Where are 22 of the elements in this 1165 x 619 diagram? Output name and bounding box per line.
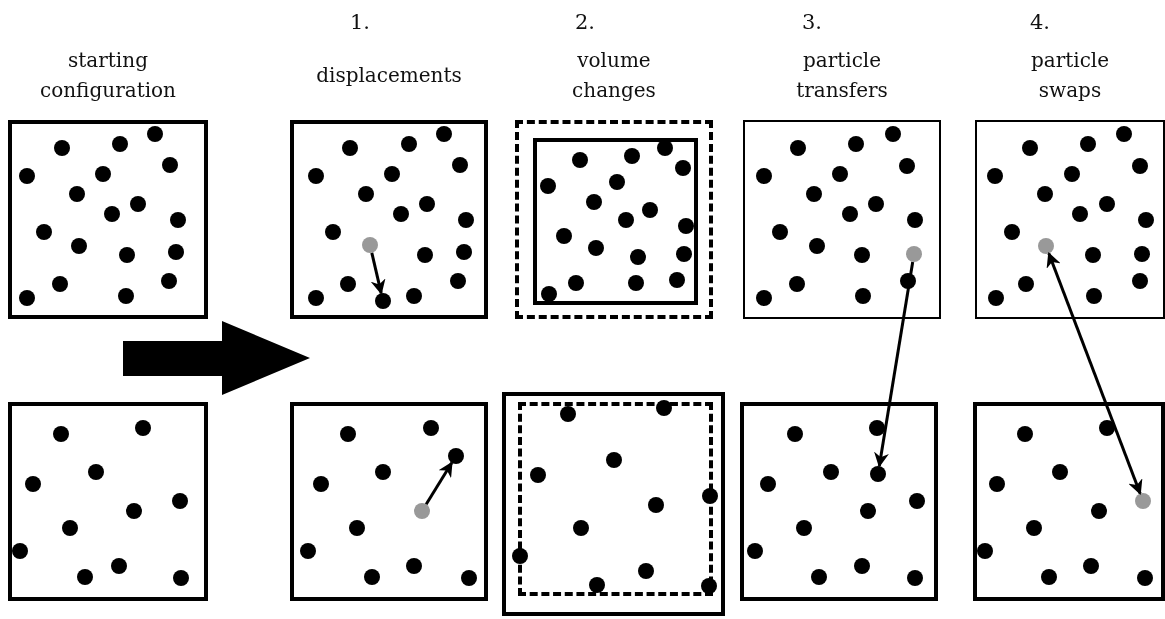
column-heading: particle transfers <box>795 47 889 104</box>
step-number: 2. <box>573 9 596 36</box>
particle <box>870 466 886 482</box>
arrow <box>424 461 454 505</box>
step-number: 1. <box>348 9 371 36</box>
arrow <box>370 252 386 295</box>
column-heading: particle swaps <box>1029 47 1111 104</box>
step-number: 4. <box>1028 9 1051 36</box>
column-heading: volume changes <box>571 47 657 104</box>
particle <box>414 503 430 519</box>
particle <box>1038 238 1054 254</box>
particle <box>448 448 464 464</box>
column-heading: displacements <box>315 62 463 89</box>
block-arrow <box>123 321 310 395</box>
column-heading: starting configuration <box>39 47 177 104</box>
particle <box>362 237 378 253</box>
particle <box>375 293 391 309</box>
arrow <box>874 261 915 468</box>
particle <box>906 246 922 262</box>
step-number: 3. <box>800 9 823 36</box>
arrow <box>1046 252 1143 495</box>
particle <box>1135 493 1151 509</box>
